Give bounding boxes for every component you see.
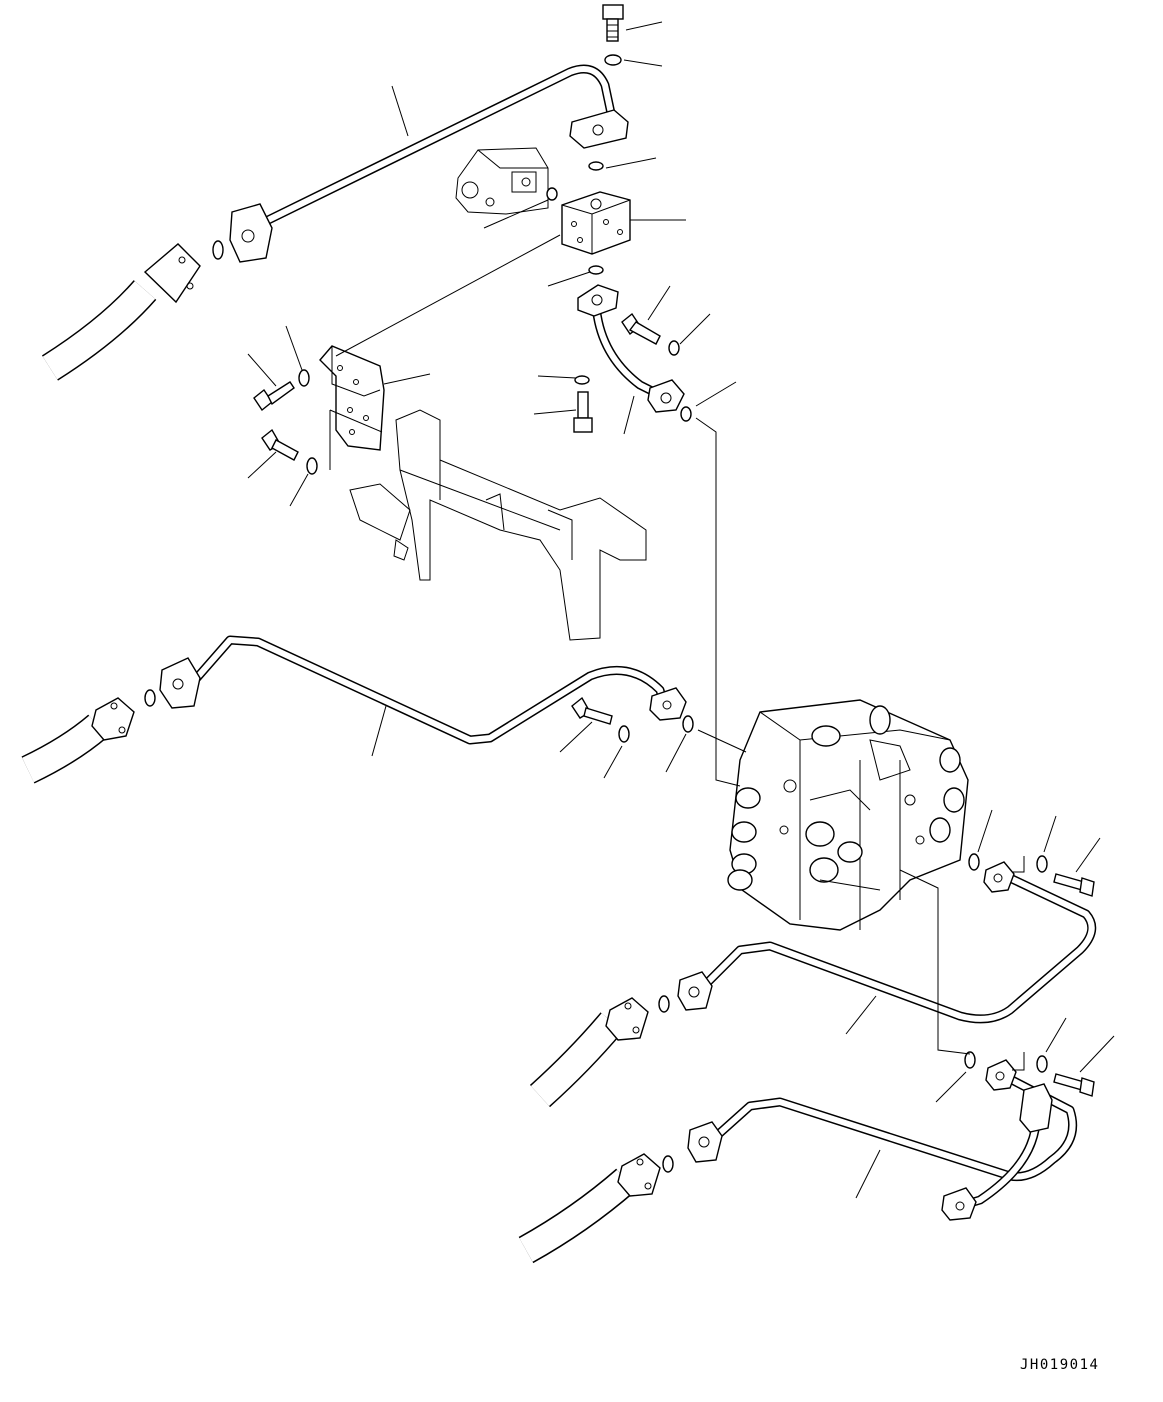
middle-pipe-washer <box>618 725 630 743</box>
callout-leaders <box>247 21 1115 1199</box>
right-lower-o-ring <box>964 1051 976 1069</box>
upper-pipe <box>229 64 629 263</box>
right-lower-bolt <box>1053 1073 1095 1097</box>
right-upper-bolt <box>1053 873 1095 897</box>
top-bolt <box>602 4 624 42</box>
hose-right-lower <box>518 1153 661 1264</box>
short-pipe-washer <box>668 340 680 356</box>
hose-middle-left <box>21 697 135 784</box>
hose-o-ring-4 <box>662 1155 674 1173</box>
middle-pipe-o-ring <box>682 715 694 733</box>
right-upper-pipe <box>677 861 1097 1024</box>
right-upper-o-ring <box>968 853 980 871</box>
drawing-code: JH019014 <box>1020 1357 1100 1373</box>
top-o-ring <box>588 161 604 171</box>
pump-body <box>455 147 549 215</box>
top-washer <box>604 54 622 66</box>
lower-bolt-a <box>573 391 593 433</box>
hose-upper-left <box>41 243 201 381</box>
bracket-washer-2 <box>306 457 318 475</box>
short-pipe-bolt <box>621 312 661 345</box>
middle-pipe-bolt <box>571 696 613 725</box>
bracket-washer-1 <box>298 369 310 387</box>
middle-pipe <box>159 635 687 745</box>
hose-o-ring-1 <box>212 240 224 260</box>
junction-block <box>561 191 631 255</box>
short-pipe-o-ring <box>680 406 692 422</box>
frame <box>349 409 647 641</box>
control-valve <box>727 699 969 931</box>
lower-washer-a <box>574 375 590 385</box>
right-lower-washer <box>1036 1055 1048 1073</box>
hose-o-ring-3 <box>658 995 670 1013</box>
right-upper-washer <box>1036 855 1048 873</box>
right-lower-pipe <box>687 1059 1078 1221</box>
short-pipe <box>577 284 685 413</box>
bracket-bolt-1 <box>253 381 295 412</box>
bracket-bolt-2 <box>261 428 299 461</box>
assembly-guides <box>329 234 1025 1071</box>
pump-o-ring <box>546 187 558 201</box>
hose-o-ring-2 <box>144 689 156 707</box>
block-o-ring <box>588 265 604 275</box>
mounting-bracket <box>319 345 385 451</box>
hose-right-upper <box>529 997 649 1108</box>
